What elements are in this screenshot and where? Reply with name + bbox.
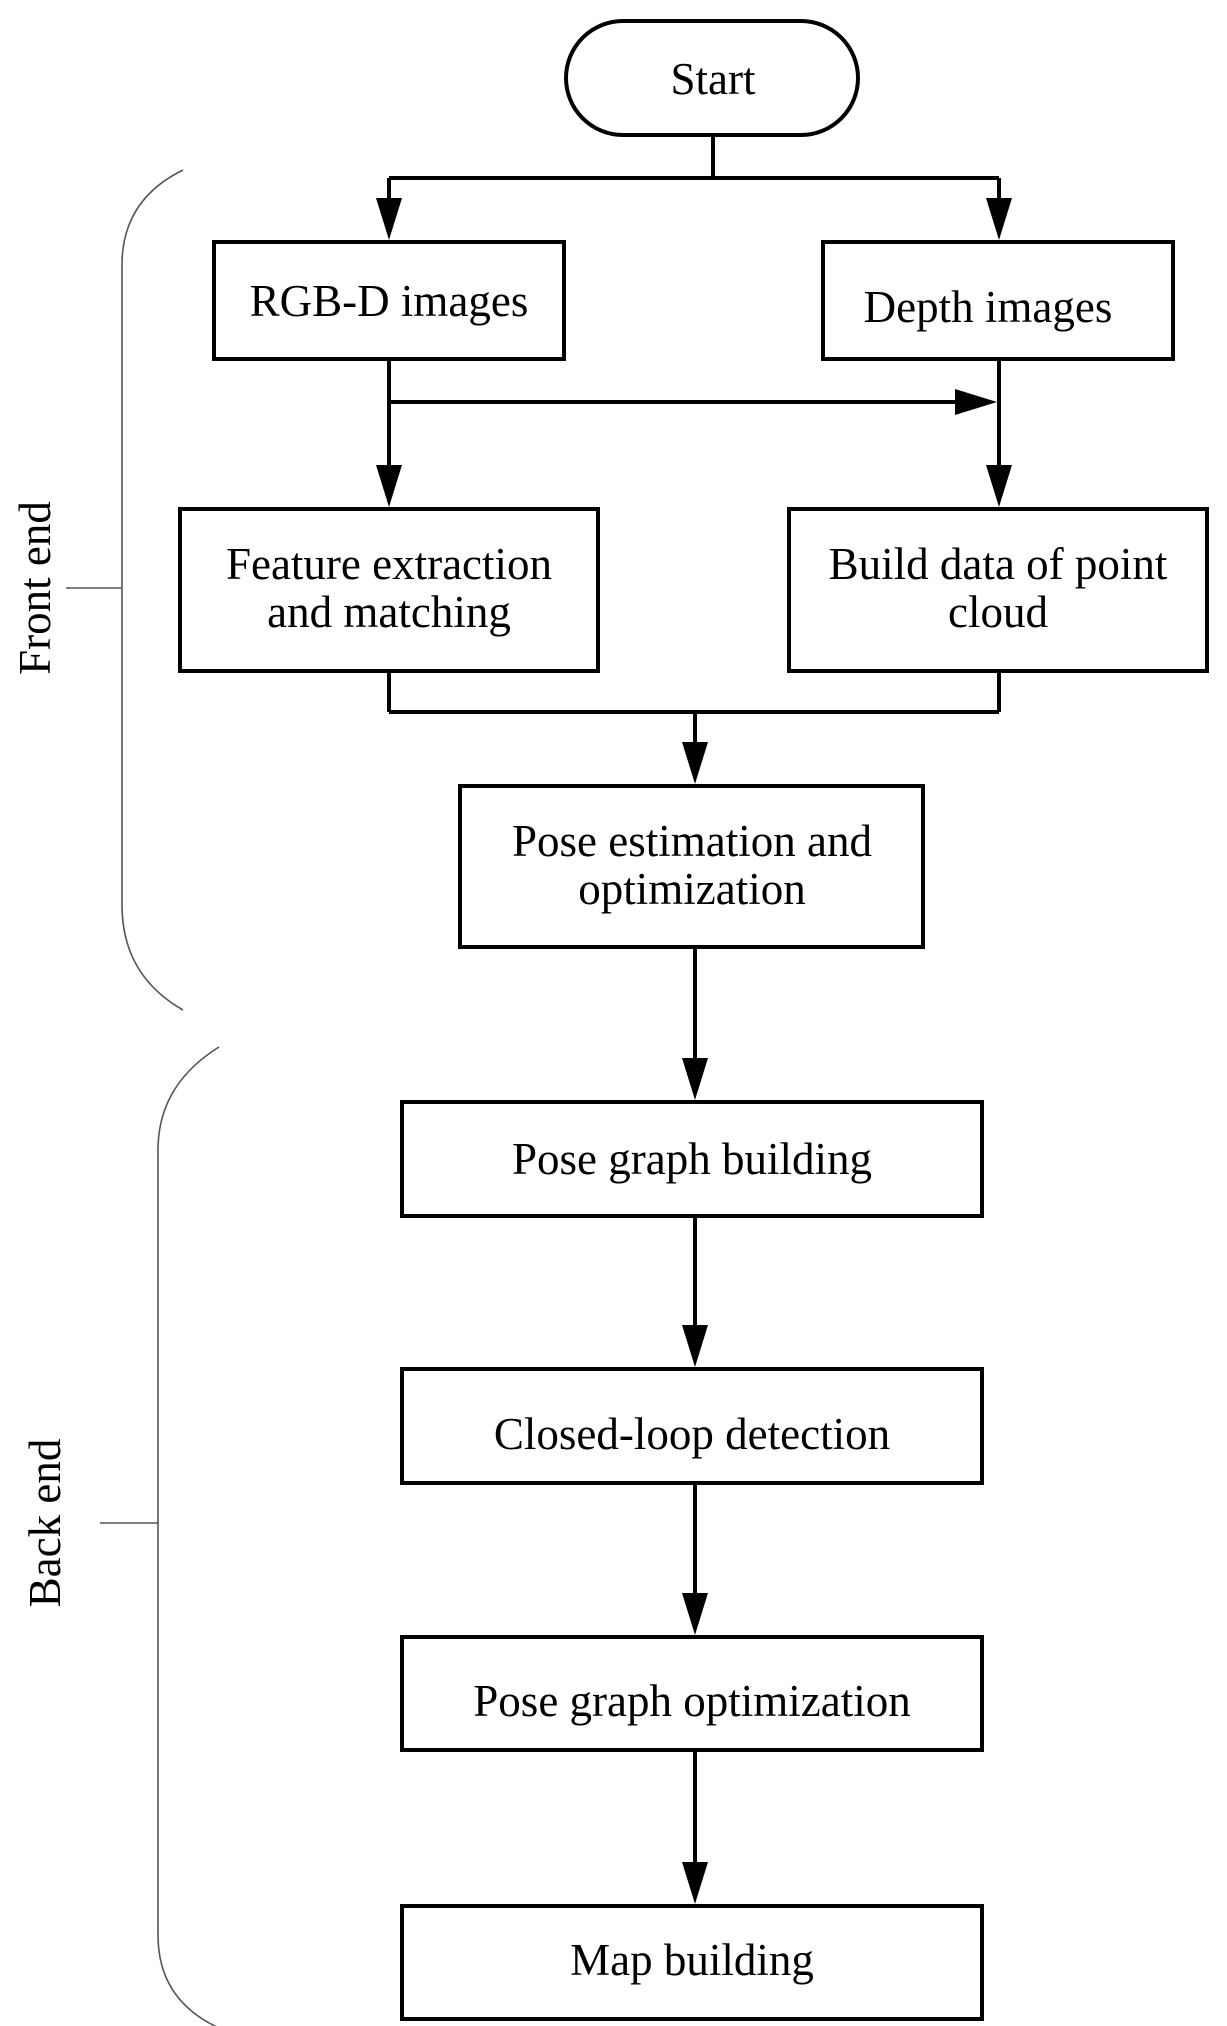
node-pose-graph-optimization: Pose graph optimization (400, 1635, 984, 1752)
arrowhead (682, 1862, 708, 1904)
node-rgbd-images: RGB-D images (212, 240, 566, 361)
arrowhead (376, 465, 402, 507)
node-pose-graph-building-label: Pose graph building (512, 1134, 872, 1184)
arrowhead (682, 1058, 708, 1100)
arrowhead (682, 1593, 708, 1635)
node-pose-graph-building: Pose graph building (400, 1100, 984, 1218)
node-closed-loop-detection: Closed-loop detection (400, 1367, 984, 1485)
arrowhead (682, 742, 708, 784)
arrowhead (955, 389, 997, 415)
arrowhead (682, 1325, 708, 1367)
node-pose-estimation-label: optimization (578, 864, 805, 914)
node-closed-loop-detection-label: Closed-loop detection (494, 1409, 890, 1459)
node-build-point-cloud: Build data of point cloud (787, 507, 1209, 673)
connectors (376, 135, 1012, 1904)
node-rgbd-images-label: RGB-D images (250, 276, 529, 326)
node-start: Start (564, 19, 860, 137)
front-end-label: Front end (10, 501, 60, 675)
node-start-label: Start (671, 54, 756, 104)
node-pose-estimation-label: Pose estimation and (512, 816, 872, 866)
back-end-label: Back end (20, 1439, 70, 1608)
node-build-point-cloud-label: cloud (948, 587, 1048, 637)
node-map-building-label: Map building (570, 1935, 814, 1985)
front-end-brace (66, 169, 184, 1011)
node-depth-images: Depth images (821, 240, 1175, 361)
node-feature-extraction: Feature extraction and matching (178, 507, 600, 673)
node-pose-graph-optimization-label: Pose graph optimization (473, 1676, 910, 1726)
node-depth-images-label: Depth images (864, 282, 1113, 332)
node-build-point-cloud-label: Build data of point (829, 539, 1168, 589)
arrowhead (986, 465, 1012, 507)
node-feature-extraction-label: and matching (267, 587, 511, 637)
back-end-brace (100, 1046, 220, 2026)
node-feature-extraction-label: Feature extraction (226, 539, 552, 589)
node-map-building: Map building (400, 1904, 984, 2021)
node-pose-estimation: Pose estimation and optimization (458, 784, 925, 949)
arrowhead (376, 198, 402, 240)
arrowhead (986, 198, 1012, 240)
